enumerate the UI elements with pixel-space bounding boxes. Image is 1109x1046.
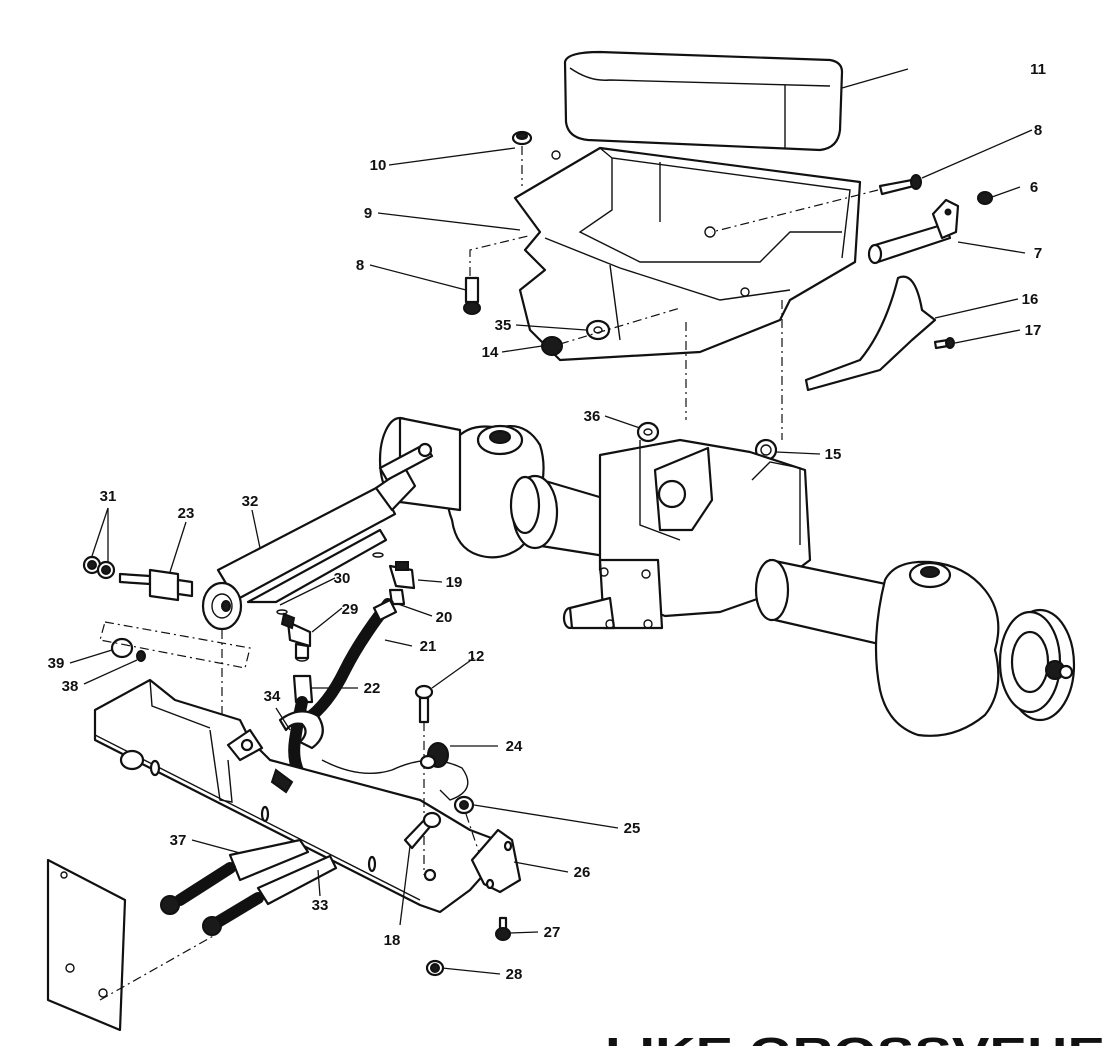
screw-17 xyxy=(933,337,955,350)
callout-12: 12 xyxy=(468,648,485,665)
washer-35 xyxy=(585,319,611,341)
nut-6 xyxy=(977,191,993,205)
nut-25 xyxy=(453,795,475,815)
side-shield xyxy=(804,275,937,392)
nut-28 xyxy=(425,959,445,977)
callout-17: 17 xyxy=(1025,322,1042,339)
rear-axle-assembly xyxy=(378,416,1076,737)
washer-39 xyxy=(110,637,134,659)
bushing-24 xyxy=(419,742,449,770)
elbow-fitting-29 xyxy=(280,612,312,660)
control-lever-33 xyxy=(202,854,338,936)
callout-36: 36 xyxy=(584,408,601,425)
callout-14: 14 xyxy=(482,344,499,361)
callout-39: 39 xyxy=(48,655,65,672)
callout-25: 25 xyxy=(624,820,641,837)
bolt-12 xyxy=(414,684,434,724)
cylinder-end-fitting xyxy=(118,568,194,602)
bolt-8-lower xyxy=(463,276,481,315)
jam-nuts xyxy=(82,555,116,580)
callout-22: 22 xyxy=(364,680,381,697)
callout-31: 31 xyxy=(100,488,117,505)
callout-28: 28 xyxy=(506,966,523,983)
callout-19: 19 xyxy=(446,574,463,591)
callout-29: 29 xyxy=(342,601,359,618)
callout-32: 32 xyxy=(242,493,259,510)
callout-9: 9 xyxy=(364,205,372,222)
bolt-8-upper xyxy=(878,174,922,196)
pin-38 xyxy=(136,650,146,662)
callout-33: 33 xyxy=(312,897,329,914)
lift-frame xyxy=(93,678,512,914)
washer-36 xyxy=(636,421,660,443)
callout-38: 38 xyxy=(62,678,79,695)
callout-18: 18 xyxy=(384,932,401,949)
callout-11: 11 xyxy=(1030,61,1046,78)
callout-24: 24 xyxy=(506,738,523,755)
callout-35: 35 xyxy=(495,317,512,334)
control-lever-37 xyxy=(160,838,310,915)
callout-23: 23 xyxy=(178,505,195,522)
nut-14 xyxy=(541,336,563,356)
callout-20: 20 xyxy=(436,609,453,626)
callout-37: 37 xyxy=(170,832,187,849)
cover-plate xyxy=(46,858,127,1032)
elbow-fitting-19 xyxy=(388,561,416,606)
callout-34: 34 xyxy=(264,688,281,705)
callout-26: 26 xyxy=(574,864,591,881)
callout-6: 6 xyxy=(1030,179,1038,196)
hose-clamp xyxy=(270,710,324,794)
bolt-18 xyxy=(403,811,442,850)
hydraulic-cylinder xyxy=(201,442,434,631)
seat-cushion xyxy=(563,50,844,152)
callout-8-upper: 8 xyxy=(1034,122,1042,139)
callout-21: 21 xyxy=(420,638,437,655)
seat-pan-bracket xyxy=(513,146,862,362)
hydraulic-hose-21 xyxy=(300,598,398,726)
footer-heading: LIKE GROSSVEHE xyxy=(605,1029,1105,1046)
callout-8-lower: 8 xyxy=(356,257,364,274)
callout-7: 7 xyxy=(1034,245,1042,262)
bracket-26 xyxy=(470,828,522,894)
callout-27: 27 xyxy=(544,924,561,941)
callout-labels: 11 8 10 6 9 7 8 16 35 17 14 36 15 31 23 … xyxy=(48,61,1046,983)
leader-lines xyxy=(69,68,1033,975)
callout-16: 16 xyxy=(1022,291,1039,308)
seat-pivot-rod xyxy=(867,198,960,265)
callout-10: 10 xyxy=(370,157,387,174)
callout-30: 30 xyxy=(334,570,351,587)
nut-10 xyxy=(511,130,533,146)
callout-15: 15 xyxy=(825,446,842,463)
screw-27 xyxy=(495,916,511,941)
